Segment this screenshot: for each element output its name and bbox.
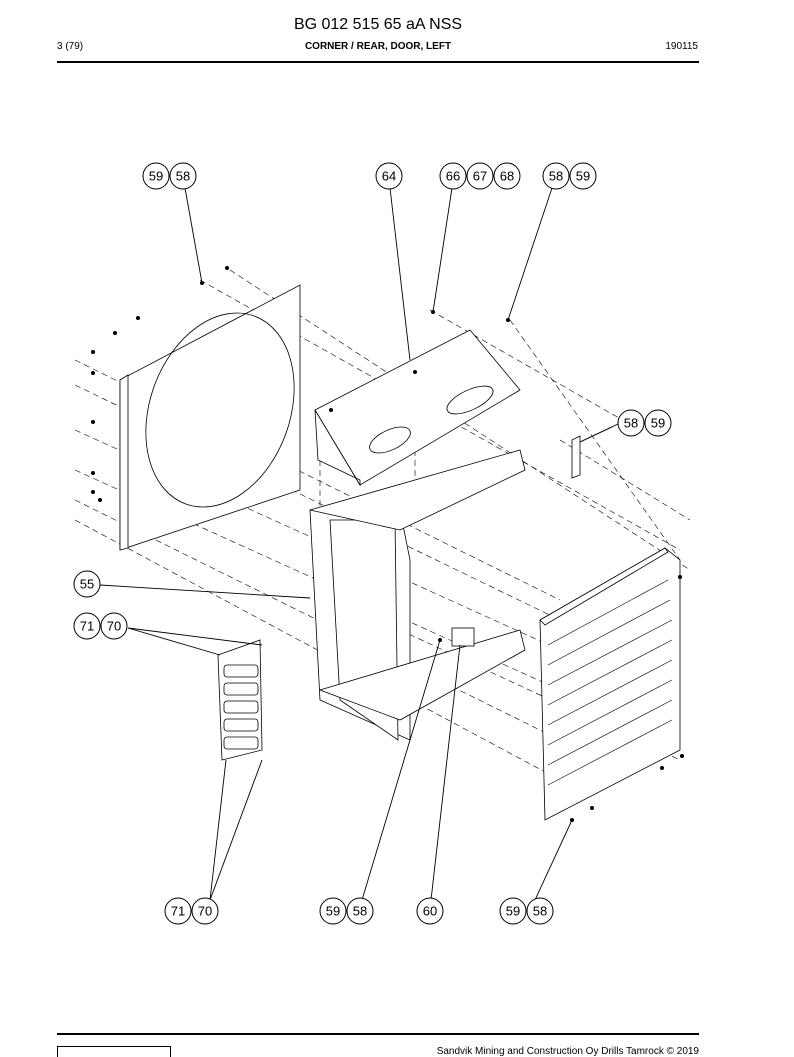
svg-text:55: 55: [80, 577, 94, 592]
louver-grille: [217, 639, 263, 761]
svg-text:58: 58: [624, 416, 638, 431]
svg-text:71: 71: [80, 619, 94, 634]
callout-60: 60: [416, 897, 444, 925]
svg-text:71: 71: [171, 904, 185, 919]
svg-text:59: 59: [326, 904, 340, 919]
leader-lines: [99, 187, 621, 901]
callout-58: 58: [617, 409, 645, 437]
svg-text:64: 64: [382, 169, 396, 184]
svg-text:59: 59: [506, 904, 520, 919]
rear-panel-with-circle: [119, 284, 301, 551]
callout-59: 59: [644, 409, 672, 437]
copyright-footer: Sandvik Mining and Construction Oy Drill…: [436, 1046, 699, 1057]
svg-text:59: 59: [576, 169, 590, 184]
callout-58: 58: [542, 162, 570, 190]
footer-rule: [57, 1033, 699, 1035]
sandvik-logo: [57, 1046, 171, 1057]
svg-text:58: 58: [353, 904, 367, 919]
svg-text:67: 67: [473, 169, 487, 184]
svg-text:60: 60: [423, 904, 437, 919]
callout-58: 58: [169, 162, 197, 190]
section-title: CORNER / REAR, DOOR, LEFT: [304, 41, 452, 52]
small-bracket: [571, 426, 613, 479]
header-rule: [57, 61, 699, 63]
document-date: 190115: [665, 41, 698, 52]
callout-67: 67: [466, 162, 494, 190]
callout-58: 58: [346, 897, 374, 925]
callout-70: 70: [191, 897, 219, 925]
callout-64: 64: [375, 162, 403, 190]
callout-59: 59: [319, 897, 347, 925]
svg-text:58: 58: [533, 904, 547, 919]
callout-71: 71: [73, 612, 101, 640]
callout-68: 68: [493, 162, 521, 190]
document-title: BG 012 515 65 aA NSS: [293, 16, 463, 33]
callout-55: 55: [73, 570, 101, 598]
svg-text:59: 59: [651, 416, 665, 431]
hinge: [451, 627, 475, 647]
center-frame: [309, 449, 526, 741]
door-panel: [539, 547, 681, 821]
svg-text:66: 66: [446, 169, 460, 184]
fastener-points: [91, 266, 684, 822]
callout-58: 58: [526, 897, 554, 925]
callout-70: 70: [100, 612, 128, 640]
svg-text:58: 58: [176, 169, 190, 184]
callout-66: 66: [439, 162, 467, 190]
callout-59: 59: [142, 162, 170, 190]
page-number: 3 (79): [57, 41, 84, 52]
svg-text:70: 70: [198, 904, 212, 919]
svg-text:68: 68: [500, 169, 514, 184]
svg-text:58: 58: [549, 169, 563, 184]
callout-59: 59: [569, 162, 597, 190]
top-box-assembly: [314, 329, 521, 487]
svg-text:59: 59: [149, 169, 163, 184]
callout-71: 71: [164, 897, 192, 925]
callout-59: 59: [499, 897, 527, 925]
svg-text:70: 70: [107, 619, 121, 634]
